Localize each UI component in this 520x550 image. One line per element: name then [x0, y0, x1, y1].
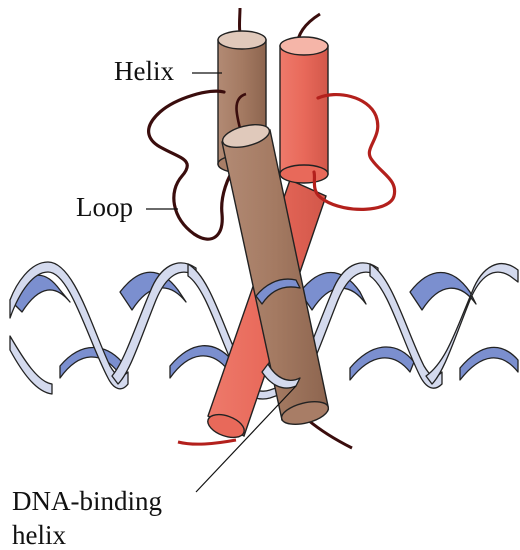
label-dna-binding-line2: helix [12, 520, 66, 550]
label-helix: Helix [114, 56, 174, 86]
label-loop-group: Loop [76, 192, 178, 222]
label-helix-group: Helix [114, 56, 222, 86]
label-dna-binding-line1: DNA-binding [12, 486, 162, 516]
label-loop: Loop [76, 192, 133, 222]
